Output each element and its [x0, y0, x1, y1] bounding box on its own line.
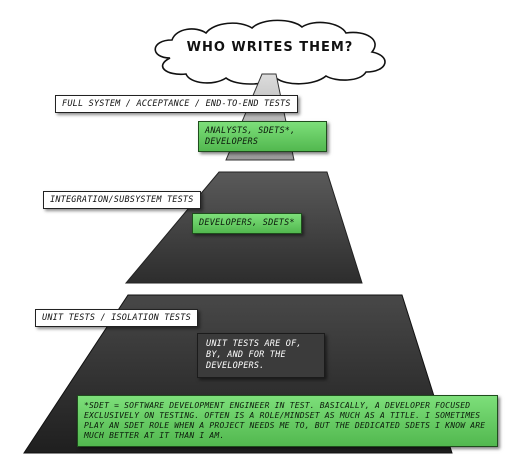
cloud-shape [154, 19, 386, 85]
tier-label-integration: INTEGRATION/SUBSYSTEM TESTS [43, 191, 201, 209]
tier-who-system: ANALYSTS, SDETS*, DEVELOPERS [198, 121, 327, 153]
tier-who-integration: DEVELOPERS, SDETS* [192, 213, 302, 234]
tier-who-unit: UNIT TESTS ARE OF, BY, AND FOR THE DEVEL… [197, 333, 325, 379]
tier-label-system: FULL SYSTEM / ACCEPTANCE / END-TO-END TE… [55, 95, 298, 113]
sdet-footnote: *SDET = SOFTWARE DEVELOPMENT ENGINEER IN… [77, 395, 498, 447]
diagram-title: WHO WRITES THEM? [186, 40, 354, 55]
tier-label-unit: UNIT TESTS / ISOLATION TESTS [35, 309, 198, 327]
